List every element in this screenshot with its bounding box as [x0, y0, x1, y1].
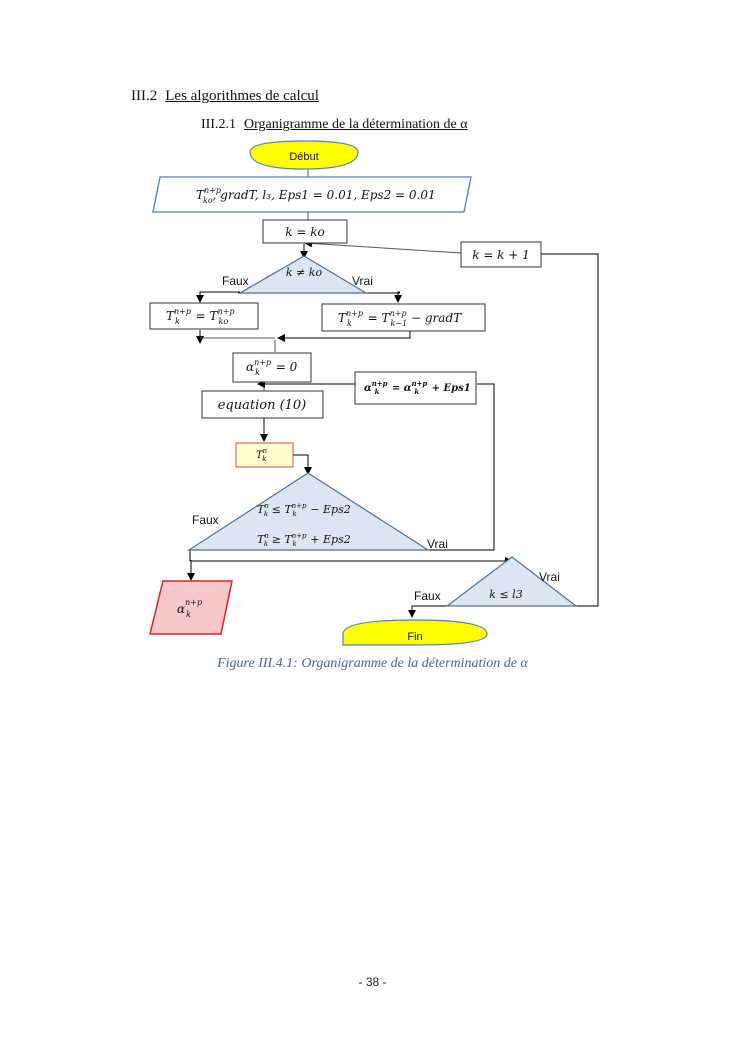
connector-decision-false [196, 291, 240, 303]
decision-l3-false-label: Faux [414, 589, 441, 603]
connector-decision-true [394, 291, 402, 303]
section-title: Les algorithmes de calcul [165, 88, 319, 104]
decision-eps-false-label: Faux [192, 513, 219, 527]
subsection-heading: III.2.1 Organigramme de la détermination … [201, 117, 468, 133]
init-k-box: k = ko [262, 219, 348, 244]
decision-k-le-l3: k ≤ l3 Faux Vrai [414, 556, 578, 607]
connector-tkn-decision [293, 454, 312, 475]
decision-k-label: k ≠ ko [286, 266, 323, 279]
decision-l3-label: k ≤ l3 [489, 588, 522, 601]
init-k-label: k = ko [285, 225, 324, 239]
decision-k-true-label: Vrai [352, 274, 373, 288]
connector-increment-init [304, 239, 462, 254]
start-label: Début [289, 151, 318, 163]
decision-eps-true-label: Vrai [427, 537, 448, 551]
end-label: Fin [407, 631, 422, 643]
decision-k-neq-ko: k ≠ ko Faux Vrai [222, 255, 373, 294]
connector-l3-false-end [408, 605, 447, 618]
increment-k-label: k = k + 1 [472, 248, 530, 262]
section-number: III.2 [131, 88, 158, 104]
connector-assign-true-merge [277, 331, 411, 342]
subsection-title: Organigramme de la détermination de α [244, 117, 468, 132]
equation-box: equation (10) [201, 390, 324, 419]
decision-k-false-label: Faux [222, 274, 249, 288]
connector-l3-true-loop [541, 253, 599, 607]
start-terminal: Début [249, 140, 359, 170]
increment-k-box: k = k + 1 [460, 241, 542, 268]
page-number: - 38 - [358, 975, 387, 989]
connector-eps-true-loop [428, 383, 495, 551]
figure-caption: Figure III.4.1: Organigramme de la déter… [217, 656, 528, 671]
equation-label: equation (10) [218, 398, 307, 413]
subsection-number: III.2.1 [201, 117, 236, 132]
section-heading: III.2 Les algorithmes de calcul [131, 88, 319, 105]
end-terminal: Fin [342, 619, 488, 646]
decision-l3-true-label: Vrai [539, 570, 560, 584]
